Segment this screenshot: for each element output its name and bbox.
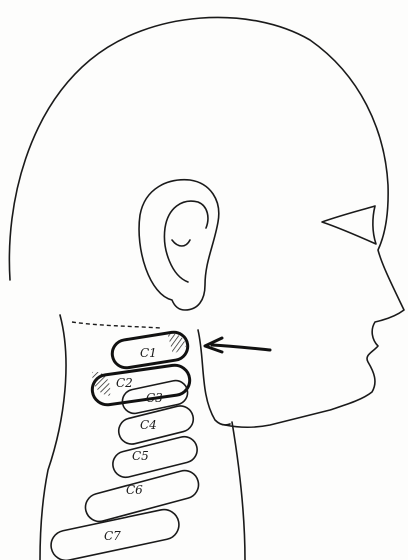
- ear-fold: [172, 240, 190, 246]
- vertebra-c6: C6: [82, 467, 201, 524]
- vertebra-label: C6: [126, 483, 143, 497]
- vertebra-c2: C2: [90, 363, 191, 406]
- vertebra-label: C1: [140, 346, 157, 360]
- vertebra-c7: C7: [48, 507, 181, 560]
- ear-inner: [164, 201, 207, 282]
- front-neck-line: [232, 422, 245, 560]
- head-outline: [9, 17, 404, 427]
- vertebra-label: C5: [132, 449, 149, 463]
- eye: [322, 206, 376, 244]
- vertebra-label: C4: [140, 418, 157, 432]
- back-neck-line: [40, 315, 66, 560]
- vertebra-label: C2: [116, 376, 133, 390]
- vertebra-c1: C1: [110, 330, 189, 370]
- pointer-arrow-shaft: [212, 345, 270, 350]
- skull-base-dashed-line: [72, 322, 160, 328]
- vertebra-label: C3: [146, 391, 163, 405]
- vertebra-label: C7: [104, 529, 121, 543]
